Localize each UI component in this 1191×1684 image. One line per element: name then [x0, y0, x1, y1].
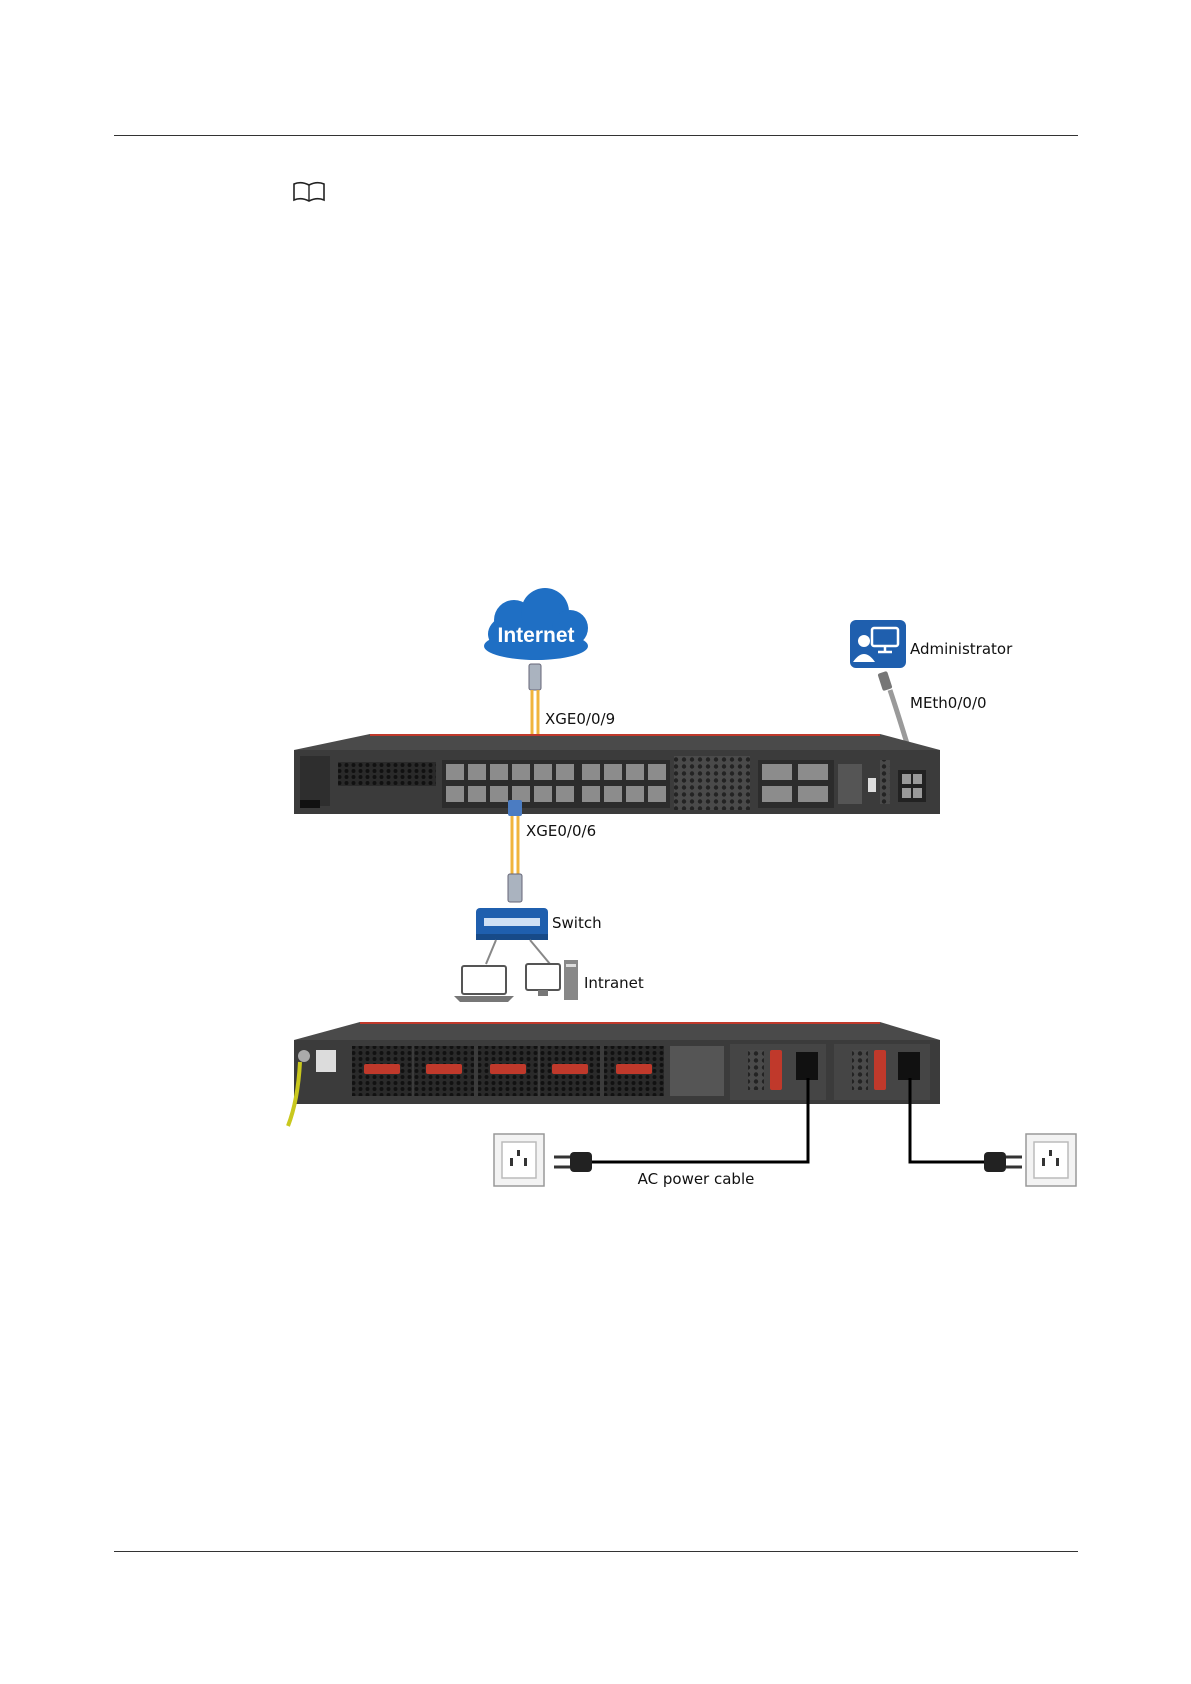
- device-front-panel: [294, 734, 940, 814]
- device-rear-panel: [294, 1022, 940, 1104]
- desktop-pc-icon: [526, 960, 578, 1000]
- ac-cable-label: AC power cable: [638, 1170, 755, 1188]
- power-plug-icon: [984, 1152, 1022, 1172]
- admin-workstation-icon: [850, 620, 906, 668]
- fiber-cable-xge6: [508, 800, 522, 902]
- power-plug-icon: [554, 1152, 592, 1172]
- xge9-label: XGE0/0/9: [545, 710, 615, 728]
- switch-label: Switch: [552, 914, 602, 932]
- laptop-icon: [454, 966, 514, 1002]
- administrator-label: Administrator: [910, 640, 1013, 658]
- power-outlet-icon: [494, 1134, 544, 1186]
- internet-label: Internet: [497, 624, 574, 647]
- switch-icon: [476, 908, 548, 940]
- power-outlet-icon: [1026, 1134, 1076, 1186]
- intranet-label: Intranet: [584, 974, 644, 992]
- xge6-label: XGE0/0/6: [526, 822, 596, 840]
- meth-label: MEth0/0/0: [910, 694, 987, 712]
